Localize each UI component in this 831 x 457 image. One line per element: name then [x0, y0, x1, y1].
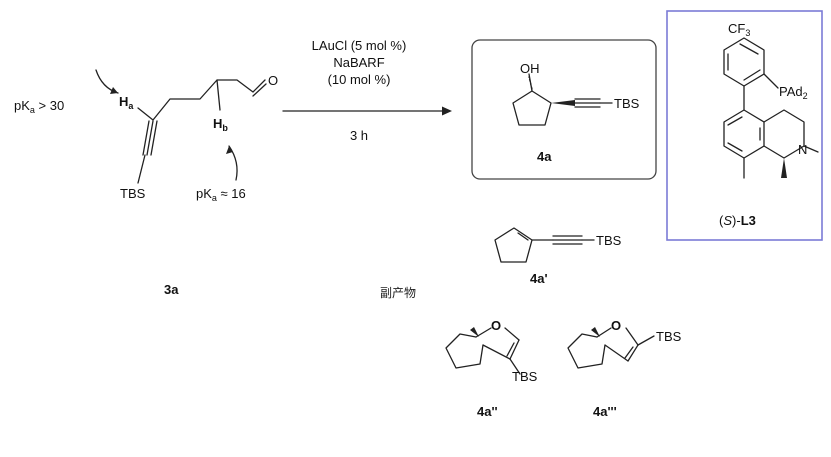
- hb-label: Hb: [213, 116, 228, 133]
- oxygen-4a-double-prime: O: [491, 318, 501, 333]
- tbs-label-4a-triple-prime: TBS: [656, 329, 682, 344]
- side-product-4a-prime-structure: [494, 227, 595, 263]
- tbs-label-3a: TBS: [120, 186, 146, 201]
- side-product-4a-double-prime-structure: [445, 327, 521, 375]
- compound-label-ligand: (S)-L3: [719, 213, 756, 228]
- pad2-label: PAd2: [779, 84, 808, 101]
- byproducts-label: 副产物: [380, 286, 416, 300]
- pka-right-label: pKa ≈ 16: [196, 186, 246, 203]
- compound-label-4a-triple-prime: 4a''': [593, 404, 617, 419]
- product-4a-structure: [512, 73, 613, 126]
- tbs-label-4a: TBS: [614, 96, 640, 111]
- cf3-label: CF3: [728, 21, 750, 38]
- condition-catalyst: LAuCl (5 mol %): [312, 38, 407, 53]
- ha-label: Ha: [119, 94, 134, 111]
- compound-label-4a-prime: 4a': [530, 271, 548, 286]
- svg-text:Ha: Ha: [119, 94, 134, 111]
- tbs-label-4a-prime: TBS: [596, 233, 622, 248]
- pka-left-label: pKa > 30: [14, 98, 64, 115]
- product-box: [471, 39, 657, 180]
- ligand-structure: [723, 37, 819, 179]
- condition-time: 3 h: [350, 128, 368, 143]
- ligand-box: [666, 10, 823, 241]
- side-product-4a-triple-prime-structure: [567, 327, 655, 369]
- nitrogen-label: N: [798, 142, 807, 157]
- compound-label-4a-double-prime: 4a'': [477, 404, 498, 419]
- condition-additive: NaBARF: [333, 55, 384, 70]
- svg-text:Hb: Hb: [213, 116, 228, 133]
- compound-label-4a: 4a: [537, 149, 552, 164]
- hydroxyl-label: OH: [520, 61, 540, 76]
- oxygen-4a-triple-prime: O: [611, 318, 621, 333]
- substrate-3a-structure: [137, 79, 267, 184]
- tbs-label-4a-double-prime: TBS: [512, 369, 538, 384]
- compound-label-3a: 3a: [164, 282, 179, 297]
- condition-additive-amount: (10 mol %): [328, 72, 391, 87]
- aldehyde-oxygen: O: [268, 73, 278, 88]
